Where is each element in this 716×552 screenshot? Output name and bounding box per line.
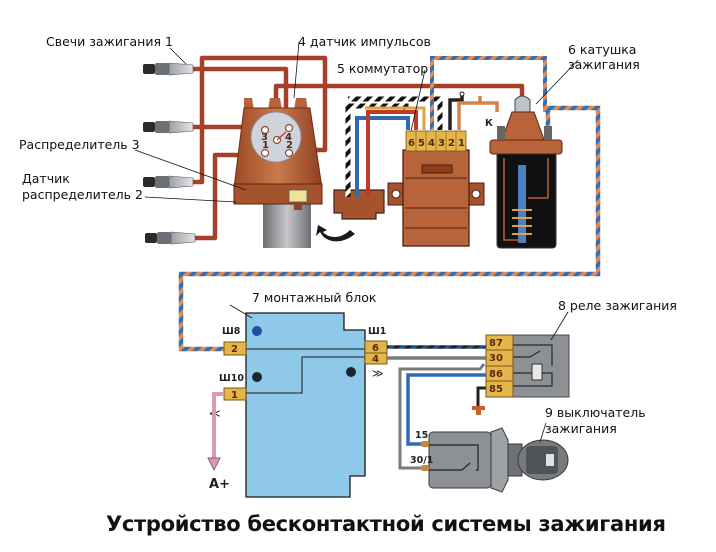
wire-30-to-switch: [398, 363, 486, 470]
connector-sh1-label: Ш1: [368, 326, 386, 337]
relay-pin: 86: [489, 369, 503, 380]
distributor: 1 2 3 4: [233, 98, 323, 248]
hv-wire-plug-1: [192, 66, 289, 125]
label-coil-line1: 6 катушка: [568, 42, 637, 57]
arrow-down-icon: [207, 457, 221, 472]
diagram-title: Устройство бесконтактной системы зажиган…: [106, 512, 666, 536]
battery-wire: [212, 392, 224, 460]
commutator-pin: 2: [448, 138, 455, 149]
hall-sensor: [288, 189, 308, 203]
rotation-arrow-icon: [316, 225, 355, 242]
relay-pin: 87: [489, 338, 503, 349]
twisted-wire-coil-plus: [430, 56, 547, 130]
commutator-pin: 4: [428, 138, 435, 149]
switch-pin-15: 15: [415, 430, 428, 441]
label-sensor-line1: Датчик: [22, 171, 70, 186]
distributor-shaft: [263, 200, 311, 248]
label-spark-plugs: Свечи зажигания 1: [46, 34, 173, 49]
commutator-pin: 3: [438, 138, 445, 149]
terminal-4: 4: [285, 132, 292, 143]
spark-plug: [143, 62, 194, 76]
label-commutator: 5 коммутатор: [337, 61, 429, 76]
label-switch-line2: зажигания: [545, 421, 617, 436]
connector-arrow-icon: ≫: [372, 367, 384, 380]
spark-plug: [143, 120, 194, 134]
spark-plug: [143, 175, 194, 189]
hv-wire-plug-3: [192, 55, 328, 185]
label-distributor: Распределитель 3: [19, 137, 140, 152]
spark-plugs: [143, 62, 196, 245]
wire-86-to-switch-15: [406, 373, 486, 446]
mounting-block: Ш8 2 Ш10 1 Ш1 6 4 ≫ ≪: [209, 312, 388, 498]
battery-plus-label: A+: [209, 477, 230, 492]
sensor-connector: [333, 96, 443, 220]
sh1-pin: 6: [372, 343, 379, 354]
relay-pin: 30: [489, 353, 503, 364]
commutator-coil-wire: [457, 96, 499, 130]
label-sensor-line2: распределитель 2: [22, 187, 143, 202]
ignition-switch: 15 30/1: [410, 427, 569, 493]
terminal-1: 1: [262, 140, 269, 151]
label-relay: 8 реле зажигания: [558, 298, 677, 313]
relay-pin: 85: [489, 384, 503, 395]
coil-terminal-k: К: [485, 118, 493, 129]
commutator-pin: 1: [458, 138, 465, 149]
ignition-relay: 87 30 86 85: [485, 334, 570, 398]
label-pulse-sensor: 4 датчик импульсов: [298, 34, 431, 49]
sh10-pin: 1: [231, 390, 238, 401]
commutator-ground-wire: [448, 95, 464, 130]
connector-sh10-label: Ш10: [219, 373, 244, 384]
sh8-pin: 2: [231, 344, 238, 355]
label-mounting-block: 7 монтажный блок: [252, 290, 377, 305]
wire-85-ground: [476, 386, 486, 406]
twisted-wire-coil-to-block: [178, 105, 601, 352]
ground-terminal: [459, 91, 465, 97]
sh1-pin: 4: [372, 354, 379, 365]
commutator-pin: 6: [408, 138, 415, 149]
leader-lines: [134, 41, 579, 443]
switch-pin-30: 30/1: [410, 455, 433, 466]
terminal-2: 2: [286, 140, 293, 151]
spark-plug: [145, 231, 196, 245]
ground-icon: [472, 406, 485, 415]
ignition-coil: К: [485, 95, 563, 249]
connector-sh8-label: Ш8: [222, 326, 241, 337]
commutator: 6 5 4 3 2 1: [387, 130, 485, 247]
label-switch-line1: 9 выключатель: [545, 405, 646, 420]
commutator-pin: 5: [418, 138, 425, 149]
terminal-3: 3: [261, 132, 268, 143]
label-coil-line2: зажигания: [568, 57, 640, 72]
commutator-pin-strip: 6 5 4 3 2 1: [405, 130, 467, 152]
